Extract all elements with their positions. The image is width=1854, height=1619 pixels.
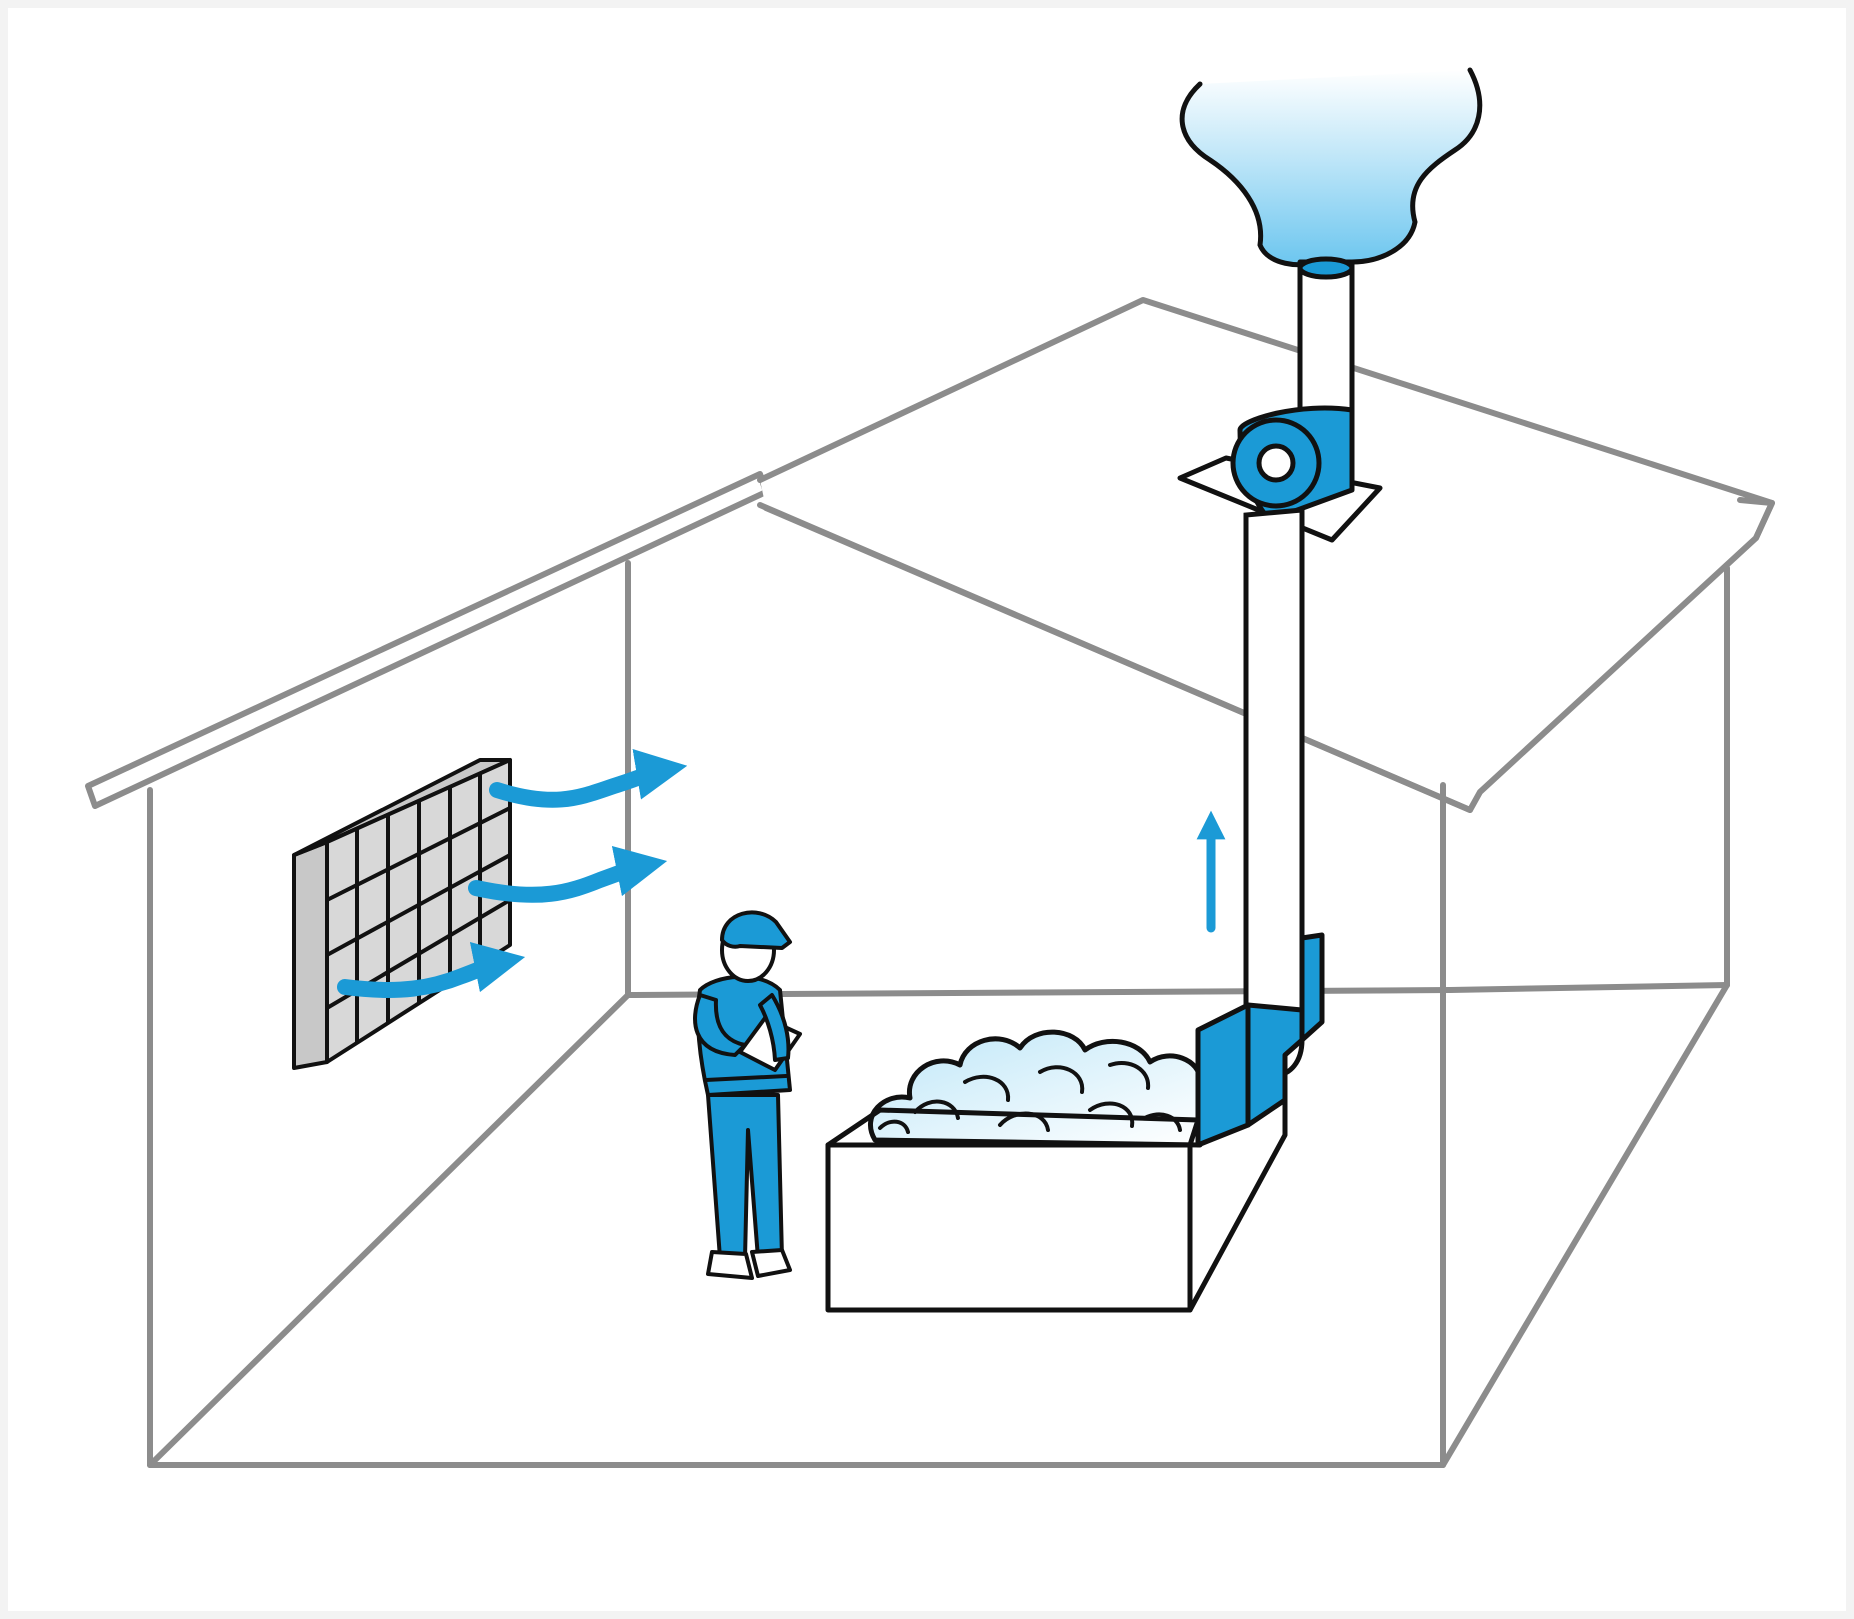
- tank-front: [825, 1142, 1193, 1313]
- stack-opening: [1297, 256, 1355, 280]
- hood-inlet: [1299, 932, 1325, 1043]
- worker-shoe-left: [706, 1250, 754, 1280]
- worker-arm-left: [693, 993, 747, 1057]
- exhaust-duct-icon: [1243, 507, 1305, 1078]
- fume-tank-icon: [825, 932, 1325, 1313]
- worker-shoe-right: [750, 1248, 792, 1278]
- filter-side: [292, 840, 329, 1070]
- worker-cap: [720, 910, 792, 950]
- fume-cloud-icon: [867, 1029, 1203, 1148]
- left-roof-eave: [85, 471, 769, 809]
- exhaust-plume-outline: [1179, 67, 1483, 268]
- airflow-arrow-icon: [337, 748, 688, 998]
- worker-legs: [706, 1093, 784, 1260]
- airflow-arrow-top: [489, 748, 688, 808]
- tank-hood: [1195, 1002, 1251, 1148]
- worker-icon: [693, 910, 802, 1280]
- exhaust-fan-icon: [1177, 256, 1383, 543]
- roof-eave-strip: [1737, 497, 1775, 541]
- worker-belt: [704, 1074, 788, 1082]
- airflow-arrow-middle: [468, 845, 668, 903]
- exhaust-plume-icon: [1182, 70, 1480, 265]
- floor-right-diagonal: [1440, 982, 1730, 1468]
- roof-front-edge: [757, 502, 1473, 813]
- duct-pipe: [1243, 507, 1305, 1078]
- air-filter-icon: [292, 758, 512, 1070]
- worker-arm-right: [758, 993, 791, 1062]
- fan-hub: [1256, 443, 1296, 483]
- floor-left-diagonal: [147, 992, 631, 1468]
- floor-back-right: [1447, 982, 1730, 993]
- airflow-arrow-bottom: [337, 941, 526, 998]
